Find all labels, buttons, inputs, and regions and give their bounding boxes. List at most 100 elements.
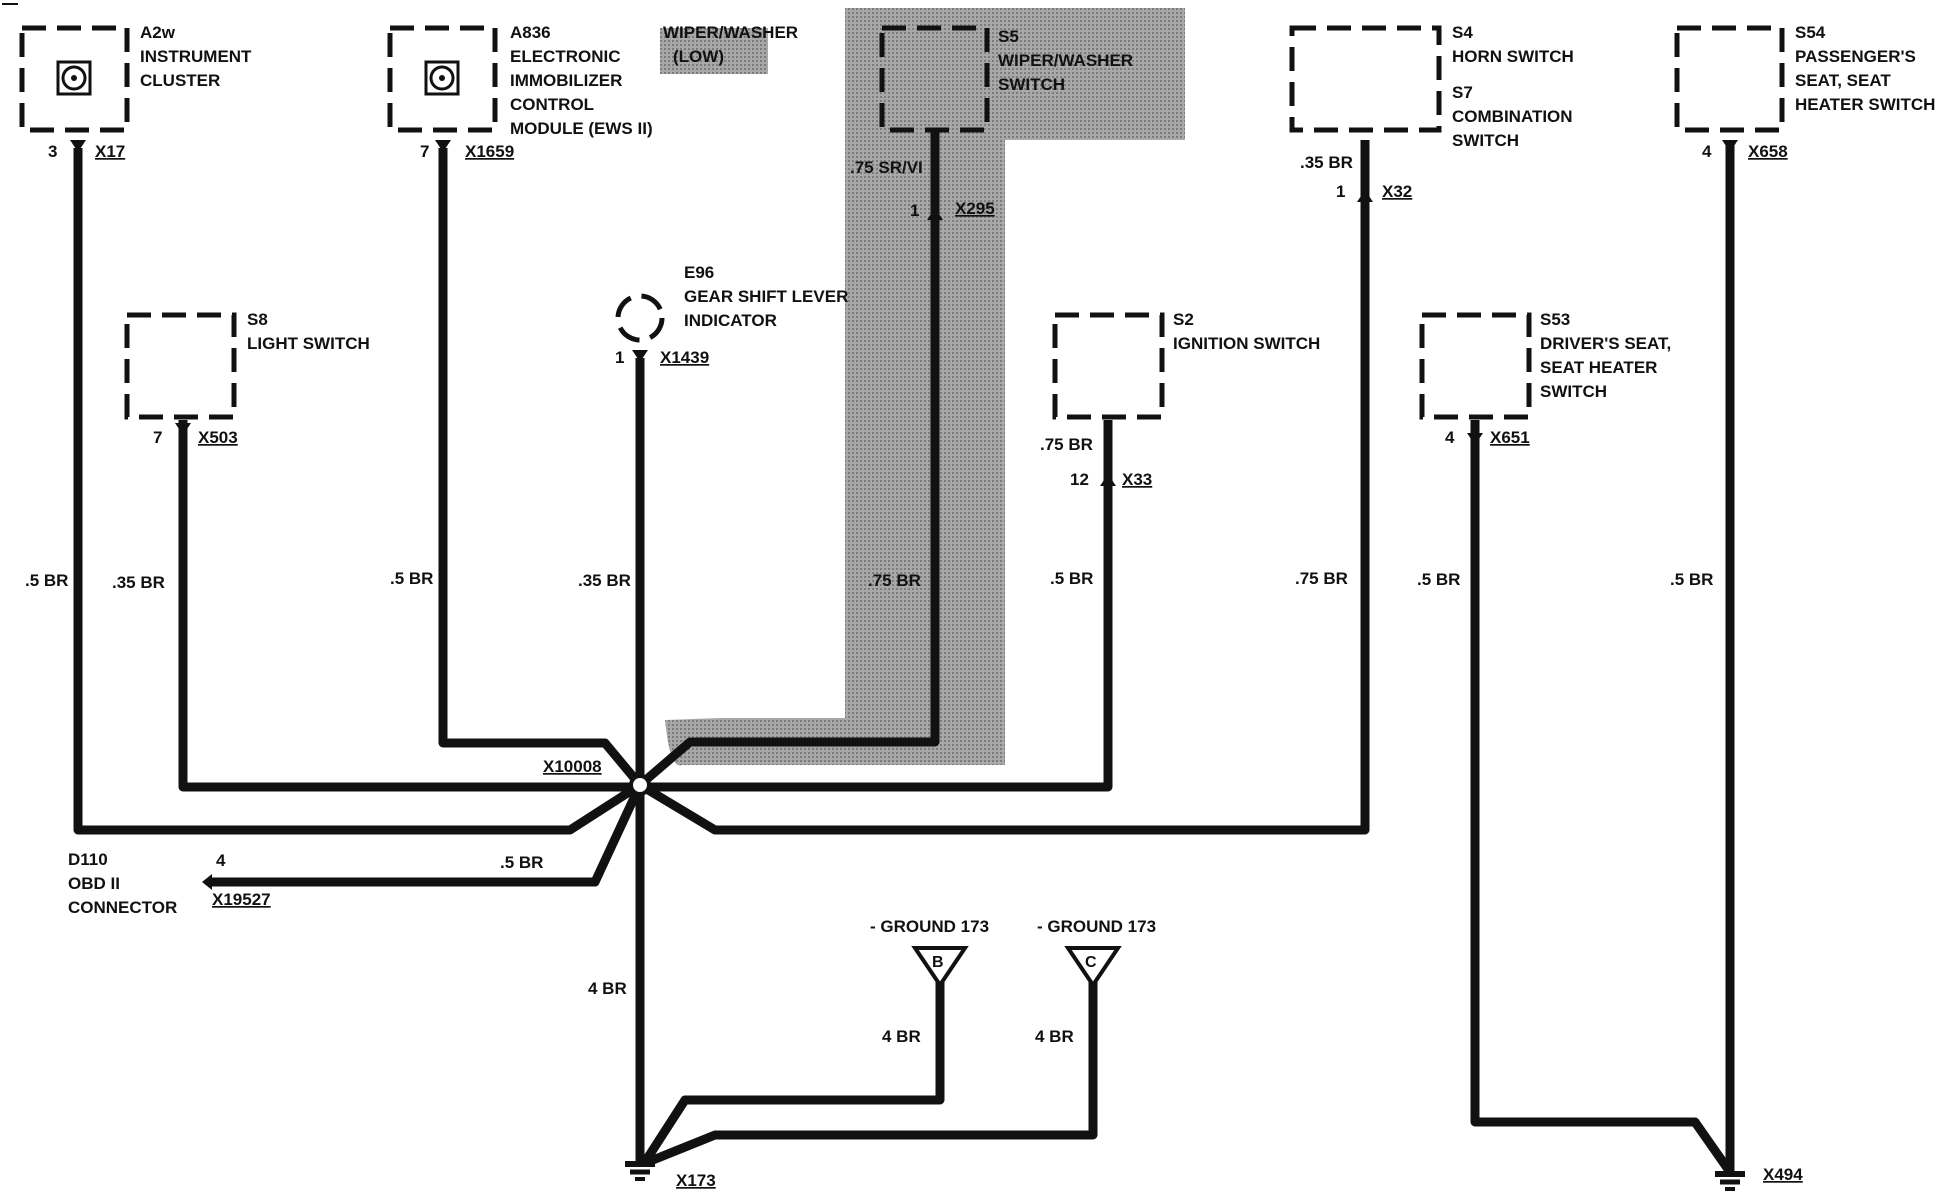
s8-id: S8 bbox=[247, 310, 268, 329]
e96-id: E96 bbox=[684, 263, 714, 282]
s8-line1: LIGHT SWITCH bbox=[247, 334, 370, 353]
labels: WIPER/WASHER (LOW) A2w INSTRUMENT CLUSTE… bbox=[25, 23, 1935, 1190]
a836-pin: 7 bbox=[420, 142, 429, 161]
component-s8-box bbox=[124, 312, 237, 420]
connector-x1659-icon bbox=[435, 140, 451, 152]
d110-connector: X19527 bbox=[212, 890, 271, 909]
ground-x173-icon bbox=[625, 1161, 655, 1181]
connector-x295-icon bbox=[927, 208, 943, 220]
e96-line1: GEAR SHIFT LEVER bbox=[684, 287, 848, 306]
wire-s2 bbox=[640, 420, 1113, 792]
s53-line1: DRIVER'S SEAT, bbox=[1540, 334, 1671, 353]
wire-s4 bbox=[637, 140, 1370, 835]
e96-connector: X1439 bbox=[660, 348, 709, 367]
wire-a836 bbox=[438, 148, 644, 788]
wire-label-a2w: .5 BR bbox=[25, 571, 68, 590]
connector-x503-icon bbox=[175, 423, 191, 435]
ground-b-icon bbox=[911, 946, 969, 989]
d110-pin: 4 bbox=[216, 851, 226, 870]
components bbox=[19, 25, 1785, 420]
s4-connector: X32 bbox=[1382, 182, 1412, 201]
s5-wire: .75 SR/VI bbox=[850, 158, 923, 177]
s2-wire: .75 BR bbox=[1040, 435, 1093, 454]
component-s54-box bbox=[1674, 25, 1785, 133]
a836-line3: CONTROL bbox=[510, 95, 594, 114]
s54-pin: 4 bbox=[1702, 142, 1712, 161]
s5-line2: SWITCH bbox=[998, 75, 1065, 94]
ground-x494-icon bbox=[1715, 1171, 1745, 1191]
s54-line3: HEATER SWITCH bbox=[1795, 95, 1935, 114]
svg-text:B: B bbox=[932, 954, 944, 971]
wire-label-s53: .5 BR bbox=[1417, 570, 1460, 589]
wire-label-main: 4 BR bbox=[588, 979, 627, 998]
wire-label-a836: .5 BR bbox=[390, 569, 433, 588]
wiper-low-label-1: WIPER/WASHER bbox=[663, 23, 798, 42]
wire-label-s5: .75 BR bbox=[868, 571, 921, 590]
connector-x17-icon bbox=[70, 140, 86, 152]
wire-d110 bbox=[212, 783, 645, 887]
a2w-id: A2w bbox=[140, 23, 176, 42]
s5-pin: 1 bbox=[910, 201, 919, 220]
s4-line3: SWITCH bbox=[1452, 131, 1519, 150]
a2w-pin: 3 bbox=[48, 142, 57, 161]
s8-connector: X503 bbox=[198, 428, 238, 447]
wire-label-s8: .35 BR bbox=[112, 573, 165, 592]
s5-connector: X295 bbox=[955, 199, 995, 218]
s54-id: S54 bbox=[1795, 23, 1826, 42]
s4-wire: .35 BR bbox=[1300, 153, 1353, 172]
ground-c-label: - GROUND 173 bbox=[1037, 917, 1156, 936]
a836-id: A836 bbox=[510, 23, 551, 42]
ground-c-icon bbox=[1064, 946, 1122, 989]
wire-label-s4: .75 BR bbox=[1295, 569, 1348, 588]
s5-id: S5 bbox=[998, 27, 1019, 46]
s2-connector: X33 bbox=[1122, 470, 1152, 489]
splice-label: X10008 bbox=[543, 757, 602, 776]
s5-line1: WIPER/WASHER bbox=[998, 51, 1133, 70]
connector-x1439-icon bbox=[632, 350, 648, 362]
d110-line1: OBD II bbox=[68, 874, 120, 893]
component-s2-box bbox=[1052, 312, 1165, 420]
a836-line1: ELECTRONIC bbox=[510, 47, 621, 66]
s54-line2: SEAT, SEAT bbox=[1795, 71, 1891, 90]
s53-id: S53 bbox=[1540, 310, 1570, 329]
ground-x173-label: X173 bbox=[676, 1171, 716, 1190]
splice-x10008: X10008 bbox=[543, 757, 651, 796]
a2w-line1: INSTRUMENT bbox=[140, 47, 252, 66]
connector-x658-icon bbox=[1722, 140, 1738, 152]
s2-pin: 12 bbox=[1070, 470, 1089, 489]
s4-line2: COMBINATION bbox=[1452, 107, 1573, 126]
d110-id: D110 bbox=[68, 850, 108, 869]
s2-id: S2 bbox=[1173, 310, 1194, 329]
wire-s8 bbox=[178, 420, 640, 792]
s7-id: S7 bbox=[1452, 83, 1473, 102]
ground-x494-label: X494 bbox=[1763, 1165, 1803, 1184]
e96-line2: INDICATOR bbox=[684, 311, 777, 330]
s4-id: S4 bbox=[1452, 23, 1473, 42]
steering-wheel-icon bbox=[56, 60, 92, 96]
component-s5-box bbox=[879, 25, 990, 133]
wire-label-ground-b: 4 BR bbox=[882, 1027, 921, 1046]
wire-label-s2: .5 BR bbox=[1050, 569, 1093, 588]
wire-label-ground-c: 4 BR bbox=[1035, 1027, 1074, 1046]
s4-pin: 1 bbox=[1336, 182, 1345, 201]
connector-x32-icon bbox=[1357, 190, 1373, 202]
a836-line2: IMMOBILIZER bbox=[510, 71, 622, 90]
connector-arrows bbox=[70, 140, 1738, 890]
s8-pin: 7 bbox=[153, 428, 162, 447]
e96-pin: 1 bbox=[615, 348, 624, 367]
s53-pin: 4 bbox=[1445, 428, 1455, 447]
wire-s5 bbox=[637, 130, 940, 789]
wire-ground-c bbox=[646, 978, 1098, 1167]
component-e96-lamp bbox=[615, 293, 665, 343]
ground-b-label: - GROUND 173 bbox=[870, 917, 989, 936]
a836-line4: MODULE (EWS II) bbox=[510, 119, 653, 138]
s54-line1: PASSENGER'S bbox=[1795, 47, 1916, 66]
ground-symbols: B C bbox=[625, 946, 1745, 1191]
immobilizer-icon bbox=[424, 60, 460, 96]
connector-x33-icon bbox=[1100, 474, 1116, 486]
s2-line1: IGNITION SWITCH bbox=[1173, 334, 1320, 353]
wire-s53 bbox=[1470, 420, 1734, 1175]
connector-x651-icon bbox=[1467, 433, 1483, 445]
wire-label-s54: .5 BR bbox=[1670, 570, 1713, 589]
